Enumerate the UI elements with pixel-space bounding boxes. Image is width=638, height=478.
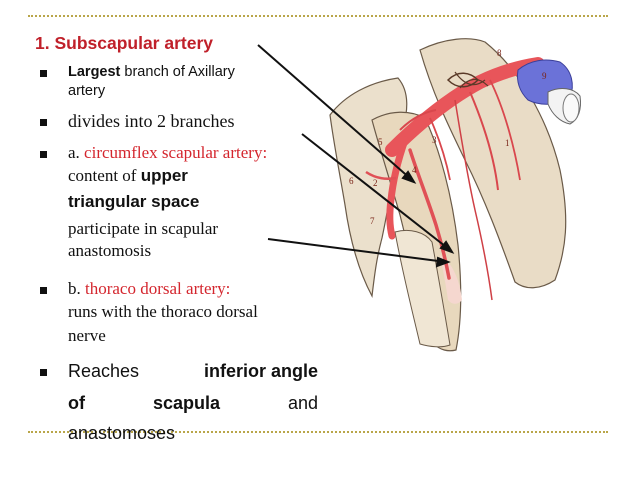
figure-label-8: 8 <box>497 48 502 58</box>
figure-label-4: 4 <box>412 165 417 175</box>
figure-label-7: 7 <box>370 216 375 226</box>
arrow-head <box>435 256 451 268</box>
figure-label-1: 1 <box>505 138 510 148</box>
bullet-4-line-2: runs with the thoraco dorsal <box>68 302 258 321</box>
pointer-arrows <box>257 44 455 268</box>
circumflex-scapular-artery <box>365 170 397 180</box>
bullet-4-line-1: b. thoraco dorsal artery: <box>68 279 231 298</box>
bullet-3-line-5: anastomosis <box>68 241 152 260</box>
artery-branch <box>399 109 437 131</box>
bullet-square-icon <box>40 119 47 126</box>
arrow-to-inferior-angle <box>267 238 447 263</box>
muscle-lower <box>394 229 451 348</box>
bullet-4-line-3: nerve <box>68 326 106 345</box>
bullet-3-line-2: content of upper <box>68 166 188 185</box>
vessel-opening <box>562 93 580 123</box>
figure-label-6: 6 <box>349 176 354 186</box>
bullet-square-icon <box>40 70 47 77</box>
top-rule <box>28 15 608 17</box>
bullet-3-line-4: participate in scapular <box>68 219 219 238</box>
subscapular-artery <box>386 136 409 240</box>
figure-label-9: 9 <box>542 71 547 81</box>
artery-branch <box>469 91 499 191</box>
bullet-square-icon <box>40 369 47 376</box>
bullet-square-icon <box>40 151 47 158</box>
artery-branch <box>454 99 493 301</box>
bullet-1-line-2: artery <box>68 83 106 99</box>
nerve <box>459 78 489 89</box>
bullet-5-line-3: anastomoses <box>68 423 176 443</box>
slide-title: 1. Subscapular artery <box>35 33 213 53</box>
arrow-head <box>439 240 455 254</box>
figure-label-3: 3 <box>432 135 437 145</box>
bullet-square-icon <box>40 287 47 294</box>
arrow-to-thoraco-dorsal <box>301 133 451 251</box>
figure-label-2: 2 <box>373 178 378 188</box>
figure-label-5: 5 <box>378 137 383 147</box>
bottom-rule <box>28 431 608 433</box>
bullet-3-line-3: triangular space <box>68 192 200 211</box>
bullet-3-line-1: a. circumflex scapular artery: <box>68 143 268 162</box>
artery-branch <box>429 117 451 181</box>
bullet-2-text: divides into 2 branches <box>68 111 235 131</box>
arrow-head <box>401 170 417 184</box>
bullet-1-line-1: Largest branch of Axillary <box>68 64 235 80</box>
artery-branch <box>489 79 521 181</box>
arrow-to-subscapular <box>257 44 413 181</box>
